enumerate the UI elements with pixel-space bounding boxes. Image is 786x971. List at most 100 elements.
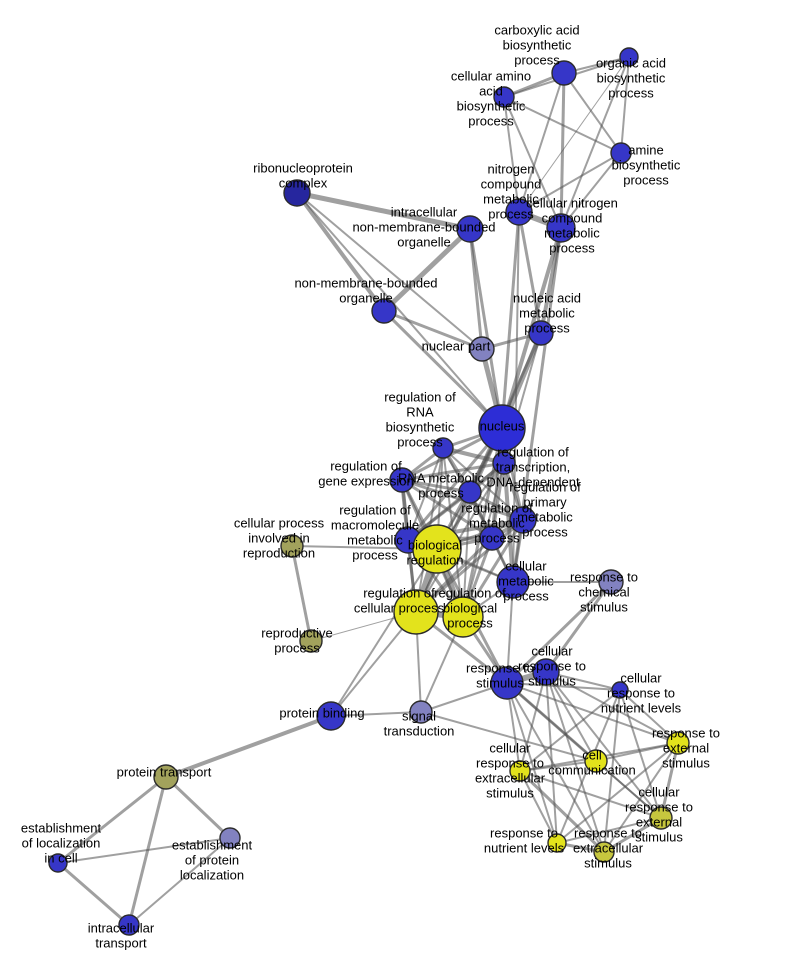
edge-cellular-metabolic-process--response-to-stimulus bbox=[506, 581, 514, 684]
edge-response-to-external-stimulus--response-to-extracellular-stimulus bbox=[603, 742, 679, 853]
node-regulation-of-primary-metabolic-process[interactable] bbox=[509, 506, 537, 534]
label-cellular-amino-acid-biosynthetic-process: acid bbox=[479, 83, 503, 98]
label-non-membrane-bounded-organelle: organelle bbox=[339, 290, 393, 305]
node-response-to-external-stimulus[interactable] bbox=[666, 731, 690, 755]
node-cellular-nitrogen-compound-metabolic-process[interactable] bbox=[546, 213, 576, 243]
node-nitrogen-compound-metabolic-process[interactable] bbox=[505, 198, 533, 226]
edge-cellular-response-to-nutrient-levels--response-to-external-stimulus bbox=[619, 689, 679, 744]
edge-cellular-response-to-nutrient-levels--response-to-extracellular-stimulus bbox=[603, 689, 621, 853]
label-regulation-of-rna-biosynthetic-process: biosynthetic bbox=[386, 419, 455, 434]
node-non-membrane-bounded-organelle[interactable] bbox=[371, 298, 397, 324]
node-cellular-amino-acid-biosynthetic-process[interactable] bbox=[493, 86, 515, 108]
label-rna-metabolic-process: RNA metabolic bbox=[398, 470, 484, 485]
label-regulation-of-macromolecule-metabolic-process: metabolic bbox=[347, 532, 403, 547]
label-establishment-of-protein-localization: establishment bbox=[172, 837, 253, 852]
node-intracellular-non-membrane-bounded-organelle[interactable] bbox=[456, 215, 484, 243]
label-cellular-nitrogen-compound-metabolic-process: metabolic bbox=[544, 225, 600, 240]
node-cellular-response-to-stimulus[interactable] bbox=[532, 658, 560, 686]
node-protein-transport[interactable] bbox=[153, 764, 179, 790]
node-carboxylic-acid-biosynthetic-process[interactable] bbox=[551, 60, 577, 86]
edge-cellular-response-to-external-stimulus--response-to-nutrient-levels bbox=[556, 817, 662, 844]
label-response-to-stimulus: stimulus bbox=[476, 675, 524, 690]
node-cellular-response-to-nutrient-levels[interactable] bbox=[611, 681, 629, 699]
edge-cellular-response-to-stimulus--cell-communication bbox=[545, 671, 597, 762]
node-reproductive-process[interactable] bbox=[299, 629, 323, 653]
label-regulation-of-primary-metabolic-process: regulation of bbox=[509, 479, 581, 494]
node-response-to-chemical-stimulus[interactable] bbox=[598, 569, 624, 595]
node-rna-metabolic-process[interactable] bbox=[458, 480, 482, 504]
edge-organic-acid-biosynthetic-process--nitrogen-compound-metabolic-process bbox=[518, 56, 630, 213]
node-nuclear-part[interactable] bbox=[469, 336, 495, 362]
label-response-to-nutrient-levels: response to bbox=[490, 825, 558, 840]
label-intracellular-transport: intracellular bbox=[88, 920, 155, 935]
label-nuclear-part: nuclear part bbox=[422, 338, 491, 353]
label-nucleic-acid-metabolic-process: nucleic acid bbox=[513, 290, 581, 305]
label-cellular-response-to-stimulus: stimulus bbox=[528, 673, 576, 688]
label-non-membrane-bounded-organelle: non-membrane-bounded bbox=[294, 275, 437, 290]
node-regulation-of-cellular-process[interactable] bbox=[393, 589, 439, 635]
edge-cellular-response-to-stimulus--cellular-response-to-extracellular-stimulus bbox=[519, 671, 547, 772]
label-cellular-response-to-external-stimulus: stimulus bbox=[635, 829, 683, 844]
edge-rna-metabolic-process--regulation-of-biological-process bbox=[462, 491, 471, 618]
node-regulation-of-gene-expression[interactable] bbox=[389, 467, 415, 493]
edge-cellular-response-to-stimulus--response-to-nutrient-levels bbox=[545, 671, 558, 844]
label-rna-metabolic-process: process bbox=[418, 485, 464, 500]
edge-intracellular-non-membrane-bounded-organelle--nucleus bbox=[468, 228, 504, 429]
label-cellular-response-to-extracellular-stimulus: extracellular bbox=[475, 770, 546, 785]
node-intracellular-transport[interactable] bbox=[118, 914, 140, 936]
node-biological-regulation[interactable] bbox=[412, 524, 462, 574]
edge-cellular-response-to-stimulus--cellular-response-to-external-stimulus bbox=[545, 671, 662, 819]
node-cellular-metabolic-process[interactable] bbox=[496, 565, 530, 599]
node-ribonucleoprotein-complex[interactable] bbox=[283, 179, 311, 207]
label-cellular-nitrogen-compound-metabolic-process: compound bbox=[542, 210, 603, 225]
node-response-to-extracellular-stimulus[interactable] bbox=[593, 841, 615, 863]
edge-cellular-process-involved-in-reproduction--reproductive-process bbox=[290, 545, 313, 642]
label-response-to-chemical-stimulus: response to bbox=[570, 569, 638, 584]
node-cell-communication[interactable] bbox=[584, 749, 608, 773]
label-establishment-of-protein-localization: localization bbox=[180, 867, 244, 882]
node-regulation-of-biological-process[interactable] bbox=[442, 596, 484, 638]
label-regulation-of-gene-expression: regulation of bbox=[330, 458, 402, 473]
label-biological-regulation: biological bbox=[408, 537, 462, 552]
label-carboxylic-acid-biosynthetic-process: biosynthetic bbox=[503, 37, 572, 52]
node-nucleus[interactable] bbox=[478, 404, 526, 452]
label-response-to-external-stimulus: response to bbox=[652, 725, 720, 740]
node-establishment-of-protein-localization[interactable] bbox=[219, 827, 241, 849]
edge-cell-communication--cellular-response-to-external-stimulus bbox=[595, 760, 662, 819]
label-cellular-amino-acid-biosynthetic-process: cellular amino bbox=[451, 68, 531, 83]
node-signal-transduction[interactable] bbox=[409, 700, 433, 724]
label-regulation-of-transcription-dna-dependent: regulation of bbox=[497, 444, 569, 459]
edge-non-membrane-bounded-organelle--nucleus bbox=[382, 309, 504, 430]
label-regulation-of-primary-metabolic-process: process bbox=[522, 524, 568, 539]
edge-cellular-amino-acid-biosynthetic-process--nitrogen-compound-metabolic-process bbox=[503, 96, 520, 213]
node-nucleic-acid-metabolic-process[interactable] bbox=[528, 320, 554, 346]
node-protein-binding[interactable] bbox=[316, 701, 346, 731]
label-cellular-response-to-external-stimulus: cellular bbox=[638, 784, 680, 799]
label-cellular-response-to-stimulus: response to bbox=[518, 658, 586, 673]
label-response-to-external-stimulus: external bbox=[663, 740, 709, 755]
label-nitrogen-compound-metabolic-process: compound bbox=[481, 176, 542, 191]
edge-cellular-response-to-extracellular-stimulus--cellular-response-to-external-stimulus bbox=[519, 770, 662, 819]
edge-signal-transduction--cell-communication bbox=[420, 711, 597, 762]
node-cellular-response-to-external-stimulus[interactable] bbox=[649, 806, 673, 830]
label-regulation-of-biological-process: process bbox=[447, 615, 493, 630]
node-cellular-response-to-extracellular-stimulus[interactable] bbox=[509, 760, 531, 782]
label-biological-regulation: regulation bbox=[406, 552, 463, 567]
label-regulation-of-biological-process: biological bbox=[443, 600, 497, 615]
label-carboxylic-acid-biosynthetic-process: process bbox=[514, 52, 560, 67]
node-organic-acid-biosynthetic-process[interactable] bbox=[619, 47, 639, 67]
label-ribonucleoprotein-complex: ribonucleoprotein bbox=[253, 160, 353, 175]
label-signal-transduction: signal bbox=[402, 708, 436, 723]
node-regulation-of-metabolic-process[interactable] bbox=[479, 525, 505, 551]
edge-carboxylic-acid-biosynthetic-process--amine-biosynthetic-process bbox=[563, 72, 622, 154]
node-cellular-process-involved-in-reproduction[interactable] bbox=[280, 534, 304, 558]
node-establishment-of-localization-in-cell[interactable] bbox=[48, 853, 68, 873]
node-regulation-of-transcription-dna-dependent[interactable] bbox=[492, 451, 516, 475]
node-response-to-stimulus[interactable] bbox=[490, 666, 524, 700]
node-regulation-of-rna-biosynthetic-process[interactable] bbox=[432, 437, 454, 459]
node-amine-biosynthetic-process[interactable] bbox=[610, 142, 632, 164]
node-response-to-nutrient-levels[interactable] bbox=[547, 833, 567, 853]
edge-nitrogen-compound-metabolic-process--nucleus bbox=[500, 211, 521, 429]
label-cellular-response-to-external-stimulus: response to bbox=[625, 799, 693, 814]
